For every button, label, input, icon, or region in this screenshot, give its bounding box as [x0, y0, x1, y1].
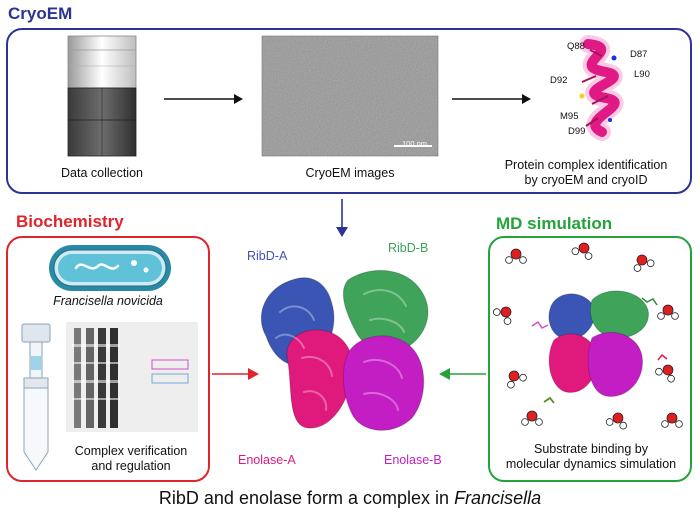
cryoem-panel: [6, 28, 692, 194]
centrifuge-tube-icon: [21, 323, 51, 471]
biochemistry-panel: [6, 236, 210, 482]
complex-identification-caption: Protein complex identification by cryoEM…: [504, 158, 668, 187]
subunit-label: RibD-B: [388, 241, 429, 255]
scale-bar-label: 100 nm: [402, 139, 428, 148]
western-blot-gel: [66, 322, 198, 432]
subunit-label: Enolase-B: [384, 453, 442, 467]
microscope-icon: [67, 35, 137, 157]
arrow-right-icon: [452, 94, 531, 104]
md-simulation-caption: Substrate binding by molecular dynamics …: [505, 442, 677, 471]
arrow-down-icon: [336, 199, 348, 237]
residue-label: D87: [630, 49, 648, 60]
cryoem-images-caption: CryoEM images: [305, 166, 395, 180]
residue-label: Q88: [567, 41, 585, 52]
footer-title: RibD and enolase form a complex in Franc…: [158, 488, 542, 508]
helix-density-model: [579, 35, 624, 141]
cryoem-title: CryoEM: [8, 4, 73, 23]
organism-name: Francisella novicida: [53, 294, 163, 308]
arrow-left-icon: [439, 368, 486, 380]
md-simulation-scene: [491, 239, 683, 431]
arrow-right-icon: [212, 368, 259, 380]
complex-verification-caption: Complex verification and regulation: [74, 444, 188, 473]
bacterium-icon: [49, 245, 171, 291]
md-simulation-panel: [488, 236, 692, 482]
cryoem-micrograph: [261, 35, 439, 157]
data-collection-caption: Data collection: [61, 166, 143, 180]
residue-label: D92: [550, 75, 568, 86]
ribd-enolase-complex: [260, 269, 429, 431]
arrow-right-icon: [164, 94, 243, 104]
residue-label: D99: [568, 126, 586, 137]
residue-label: M95: [560, 111, 579, 122]
residue-label: L90: [634, 69, 650, 80]
biochemistry-title: Biochemistry: [16, 212, 124, 231]
subunit-label: RibD-A: [247, 249, 288, 263]
md-simulation-title: MD simulation: [496, 214, 613, 233]
subunit-label: Enolase-A: [238, 453, 296, 467]
